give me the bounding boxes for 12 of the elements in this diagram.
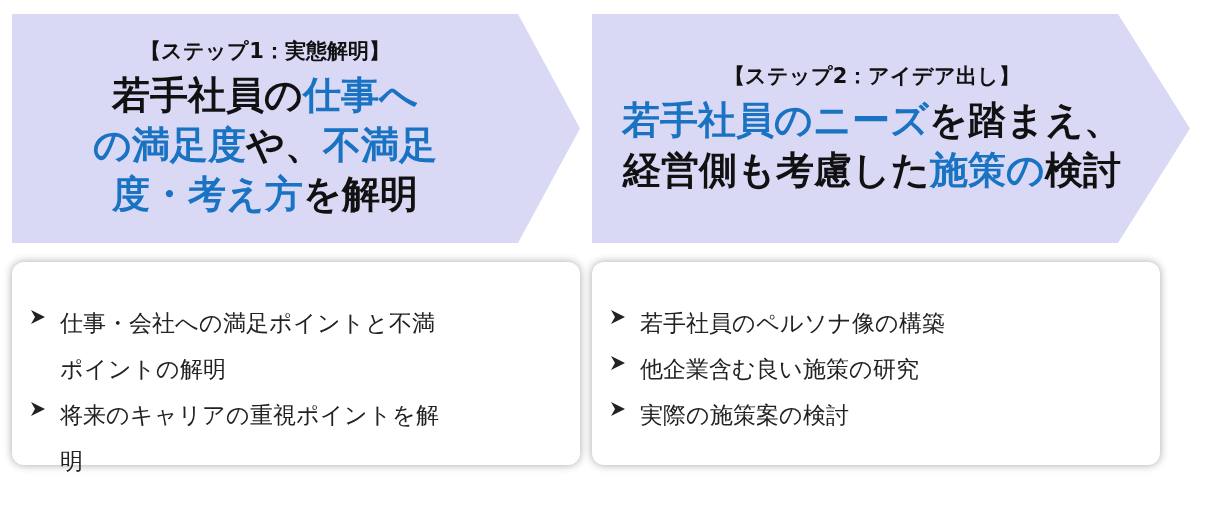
chevron-band: [12, 14, 580, 243]
bullet-item: 実際の施策案の検討: [640, 401, 849, 430]
bullet-item: 仕事・会社への満足ポイントと不満ポイントの解明: [60, 309, 436, 384]
bullet-item: 他企業含む良い施策の研究: [640, 355, 919, 384]
bullet-item: 将来のキャリアの重視ポイントを解明: [60, 401, 440, 476]
card: [592, 262, 1160, 465]
chevron-band: [592, 14, 1190, 243]
step-heading: 【ステップ1：実態解明】: [140, 38, 390, 66]
step-heading: 【ステップ2：アイデア出し】: [723, 63, 1021, 91]
step-title: 若手社員の仕事への満足度や、不満足度・考え方を解明: [92, 72, 438, 219]
step-title: 若手社員のニーズを踏まえ、経営側も考慮した施策の検討: [620, 97, 1123, 194]
bullet-item: 若手社員のペルソナ像の構築: [640, 309, 945, 338]
